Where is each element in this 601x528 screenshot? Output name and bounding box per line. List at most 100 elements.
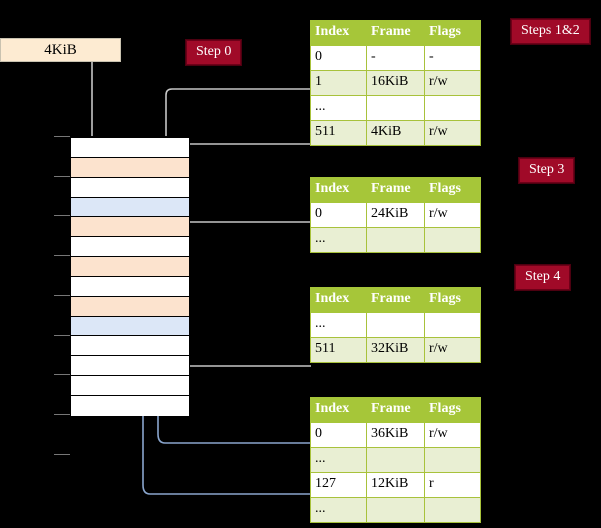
cell-index: 511	[310, 337, 367, 363]
memory-scale-tick	[54, 176, 70, 177]
memory-frame-11	[71, 356, 189, 377]
source-frame-label: 4KiB	[44, 41, 77, 58]
cell-frame: -	[366, 45, 425, 71]
column-header-flags: Flags	[424, 20, 481, 46]
cell-index: 1	[310, 70, 367, 96]
cell-frame	[366, 227, 425, 253]
cell-flags: r	[424, 472, 481, 498]
cell-index: ...	[310, 497, 367, 523]
cell-index: 511	[310, 120, 367, 146]
column-header-frame: Frame	[366, 287, 425, 313]
cell-frame	[366, 95, 425, 121]
badge-step-4-label: Step 4	[525, 269, 561, 284]
cell-index: ...	[310, 312, 367, 338]
table-header-row: Index Frame Flags	[310, 397, 481, 423]
badge-steps-1-2-label: Steps 1&2	[521, 23, 580, 38]
cell-frame: 12KiB	[366, 472, 425, 498]
badge-step-0: Step 0	[186, 40, 242, 65]
memory-scale-tick	[54, 414, 70, 415]
cell-flags	[424, 312, 481, 338]
cell-frame: 36KiB	[366, 422, 425, 448]
column-header-index: Index	[310, 287, 367, 313]
column-header-flags: Flags	[424, 397, 481, 423]
memory-frame-4	[71, 217, 189, 238]
table-row: 0--	[310, 45, 481, 71]
column-header-flags: Flags	[424, 287, 481, 313]
cell-frame: 24KiB	[366, 202, 425, 228]
cell-index: 127	[310, 472, 367, 498]
badge-steps-1-2: Steps 1&2	[511, 19, 590, 44]
memory-frame-2	[71, 177, 189, 198]
table-row: ...	[310, 95, 481, 121]
column-header-flags: Flags	[424, 177, 481, 203]
cell-frame	[366, 312, 425, 338]
cell-index: 0	[310, 45, 367, 71]
memory-frame-8	[71, 296, 189, 317]
badge-step-4: Step 4	[515, 265, 571, 290]
cell-flags: r/w	[424, 202, 481, 228]
memory-frame-7	[71, 276, 189, 297]
cell-index: 0	[310, 422, 367, 448]
column-header-frame: Frame	[366, 20, 425, 46]
memory-scale-tick	[54, 295, 70, 296]
memory-frame-12	[71, 376, 189, 396]
cell-frame: 32KiB	[366, 337, 425, 363]
cell-index: 0	[310, 202, 367, 228]
table-header-row: Index Frame Flags	[310, 177, 481, 203]
column-header-index: Index	[310, 177, 367, 203]
table-header-row: Index Frame Flags	[310, 287, 481, 313]
column-header-index: Index	[310, 20, 367, 46]
table-header-row: Index Frame Flags	[310, 20, 481, 46]
column-header-frame: Frame	[366, 177, 425, 203]
cell-flags: r/w	[424, 70, 481, 96]
cell-flags: -	[424, 45, 481, 71]
memory-frame-6	[71, 257, 189, 277]
source-frame-box: 4KiB	[0, 38, 121, 62]
memory-frame-5	[71, 237, 189, 258]
badge-step-0-label: Step 0	[196, 44, 232, 59]
cell-flags: r/w	[424, 337, 481, 363]
cell-index: ...	[310, 447, 367, 473]
wire-table1-row0-to-memory	[177, 221, 311, 267]
cell-flags	[424, 95, 481, 121]
memory-frame-1	[71, 157, 189, 178]
column-header-index: Index	[310, 397, 367, 423]
cell-flags	[424, 447, 481, 473]
physical-memory-column	[70, 136, 190, 416]
badge-step-3: Step 3	[519, 158, 575, 183]
column-header-frame: Frame	[366, 397, 425, 423]
cell-flags: r/w	[424, 422, 481, 448]
badge-step-3-label: Step 3	[529, 162, 565, 177]
table-row: ...	[310, 497, 481, 523]
cell-frame	[366, 497, 425, 523]
table-row: ...	[310, 447, 481, 473]
cell-frame: 16KiB	[366, 70, 425, 96]
cell-flags	[424, 227, 481, 253]
table-row: ...	[310, 312, 481, 338]
table-row: ...	[310, 227, 481, 253]
memory-frame-10	[71, 336, 189, 357]
memory-scale-tick	[54, 215, 70, 216]
memory-scale-tick	[54, 454, 70, 455]
cell-flags	[424, 497, 481, 523]
cell-flags: r/w	[424, 120, 481, 146]
memory-frame-13	[71, 395, 189, 416]
cell-index: ...	[310, 227, 367, 253]
memory-scale-tick	[54, 136, 70, 137]
memory-scale-tick	[54, 374, 70, 375]
